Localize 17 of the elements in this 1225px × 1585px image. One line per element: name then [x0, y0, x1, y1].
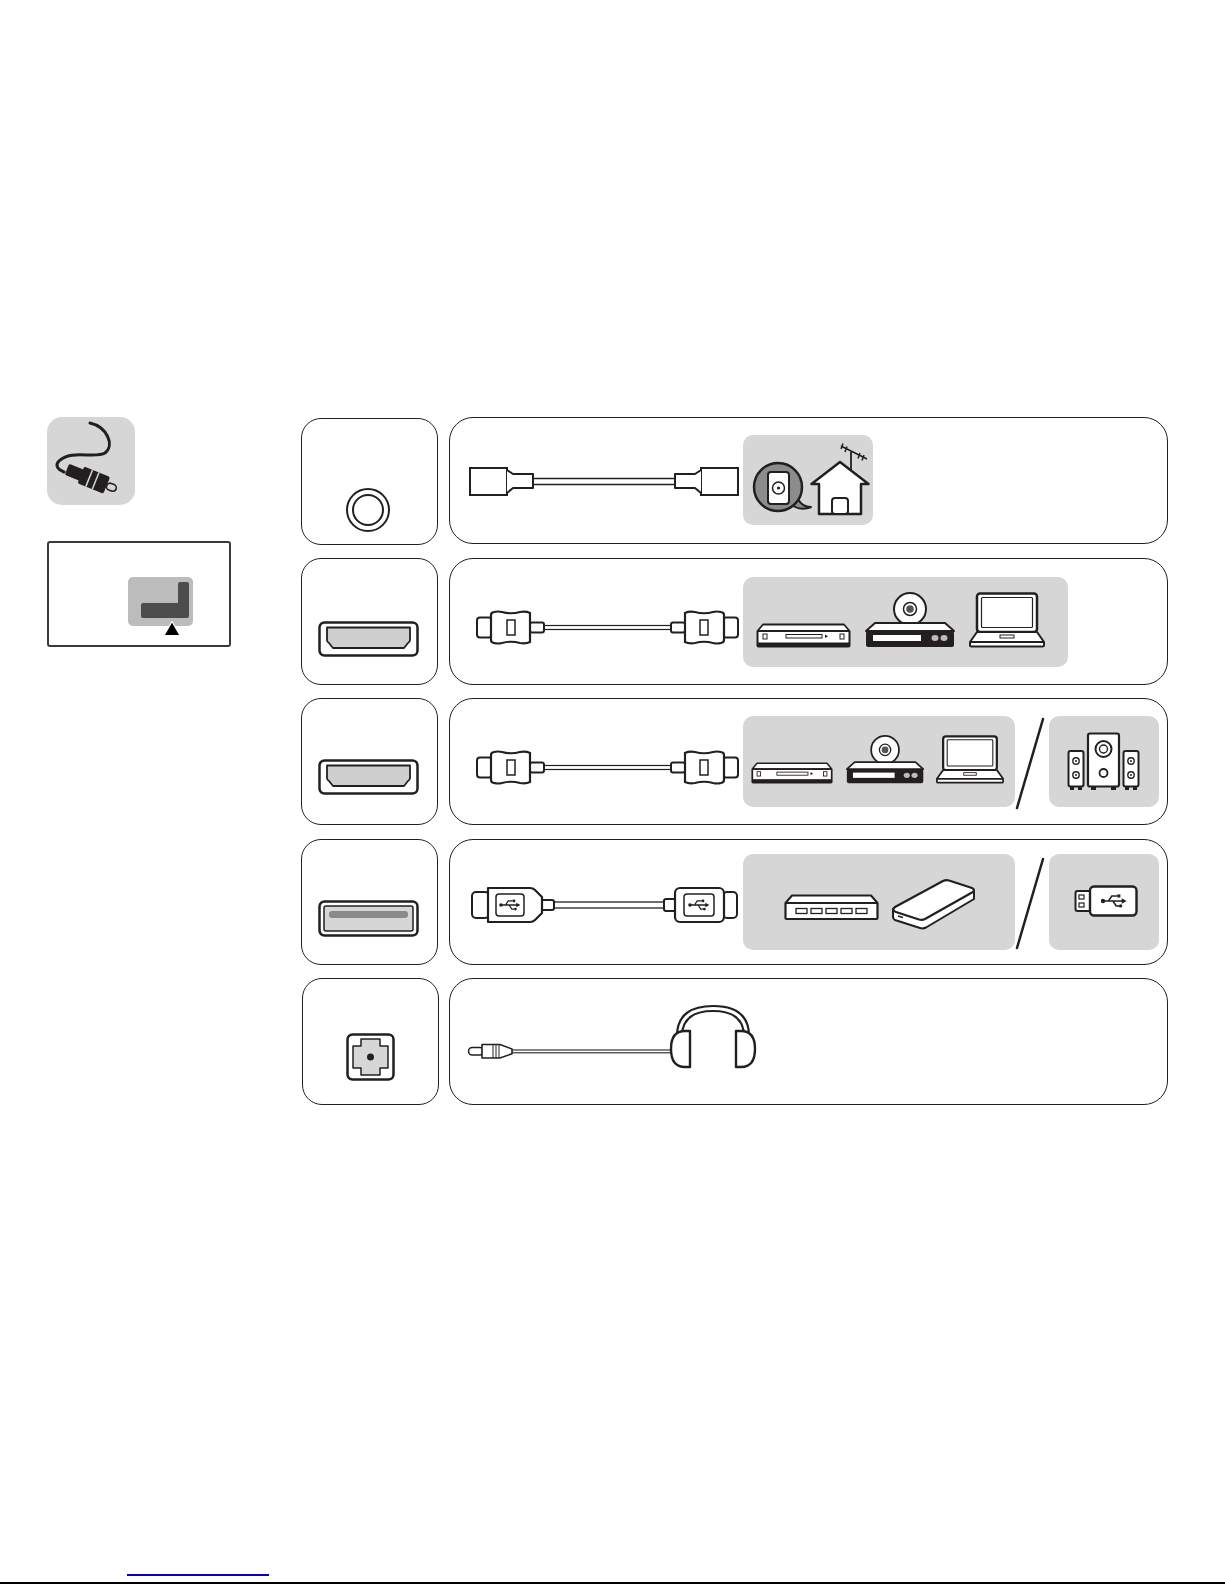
port-card [301, 839, 438, 965]
connection-card [449, 558, 1168, 685]
device-panel [742, 434, 873, 525]
connection-card [449, 978, 1168, 1105]
connection-card [449, 839, 1168, 965]
port-card [301, 698, 438, 825]
device-panel [742, 715, 1015, 807]
connection-card [449, 417, 1168, 544]
device-panel [1048, 853, 1159, 950]
port-card [302, 978, 439, 1105]
device-panel [742, 576, 1068, 667]
device-panel [742, 853, 1015, 950]
device-panel [1048, 715, 1159, 807]
port-location-frame [47, 541, 231, 647]
connection-card [449, 698, 1168, 825]
port-card [301, 418, 438, 545]
port-card [301, 558, 438, 685]
